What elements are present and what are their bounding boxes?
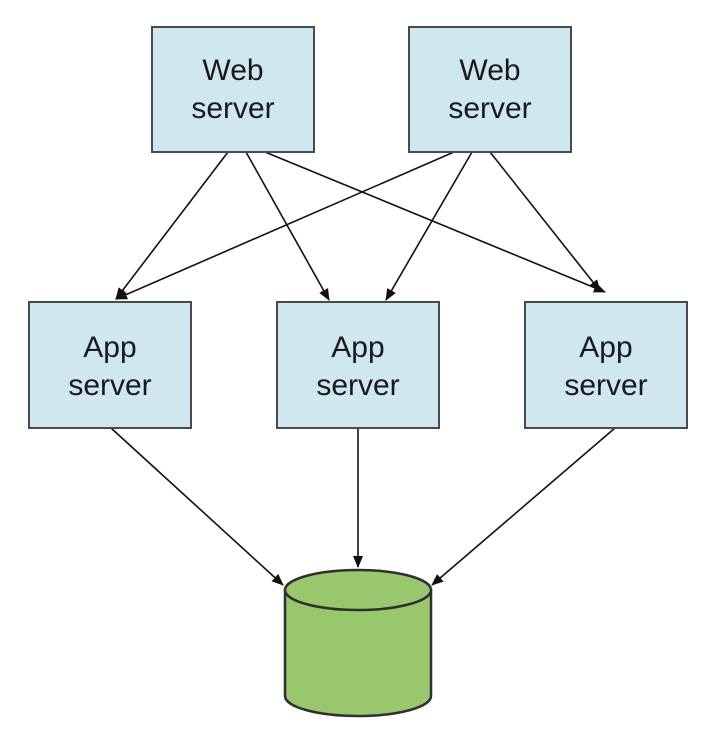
edge-web2-app1 [115,151,455,300]
web-server-node-1: Web server [151,26,315,153]
web-server-label-line1: Web [202,54,263,87]
database-cylinder-top [283,568,433,612]
edge-web1-app3 [264,151,606,293]
edge-web1-app1 [115,151,229,300]
edge-app1-database [110,427,284,586]
web-server-label-line1: Web [459,54,520,87]
edge-app3-database [431,427,616,586]
web-server-label-line2: server [191,92,274,125]
app-server-box-1 [28,301,192,429]
app-server-box-3 [524,301,688,429]
app-server-label-line1: App [331,331,384,364]
app-server-label-line2: server [68,369,151,402]
app-server-label-line2: server [316,369,399,402]
app-server-node-2: App server [276,301,440,429]
app-server-node-3: App server [524,301,688,429]
database-icon [283,568,433,718]
edge-web1-app2 [245,151,330,301]
web-server-label-line2: server [448,92,531,125]
web-server-box-2 [408,26,572,153]
edge-web2-app2 [385,151,473,301]
web-server-box-1 [151,26,315,153]
app-server-node-1: App server [28,301,192,429]
app-server-label-line1: App [83,331,136,364]
edge-web2-app3 [489,151,601,292]
app-server-label-line2: server [564,369,647,402]
app-server-label-line1: App [579,331,632,364]
app-server-box-2 [276,301,440,429]
edges-layer [110,151,616,586]
database-cylinder-body [283,588,433,718]
web-server-node-2: Web server [408,26,572,153]
